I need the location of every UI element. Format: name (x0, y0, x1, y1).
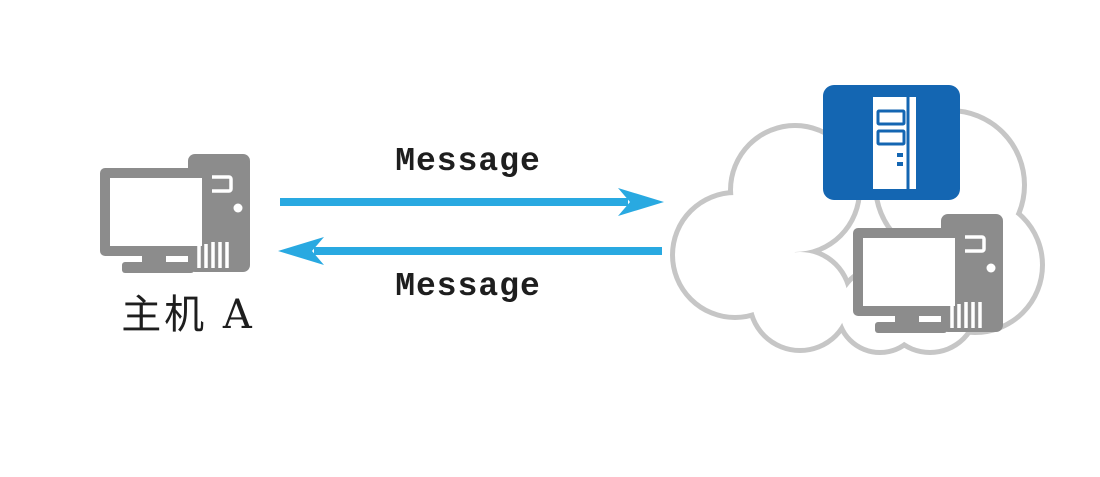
server-icon (823, 85, 960, 200)
cloud-computer-icon (853, 212, 1005, 334)
outbound-message-label: Message (395, 143, 541, 180)
host-a-label: 主机 A (121, 292, 255, 338)
host-a-computer-icon (100, 152, 252, 274)
arrow-left-icon (278, 237, 662, 265)
arrow-right-icon (280, 188, 664, 216)
inbound-message-label: Message (395, 268, 541, 305)
